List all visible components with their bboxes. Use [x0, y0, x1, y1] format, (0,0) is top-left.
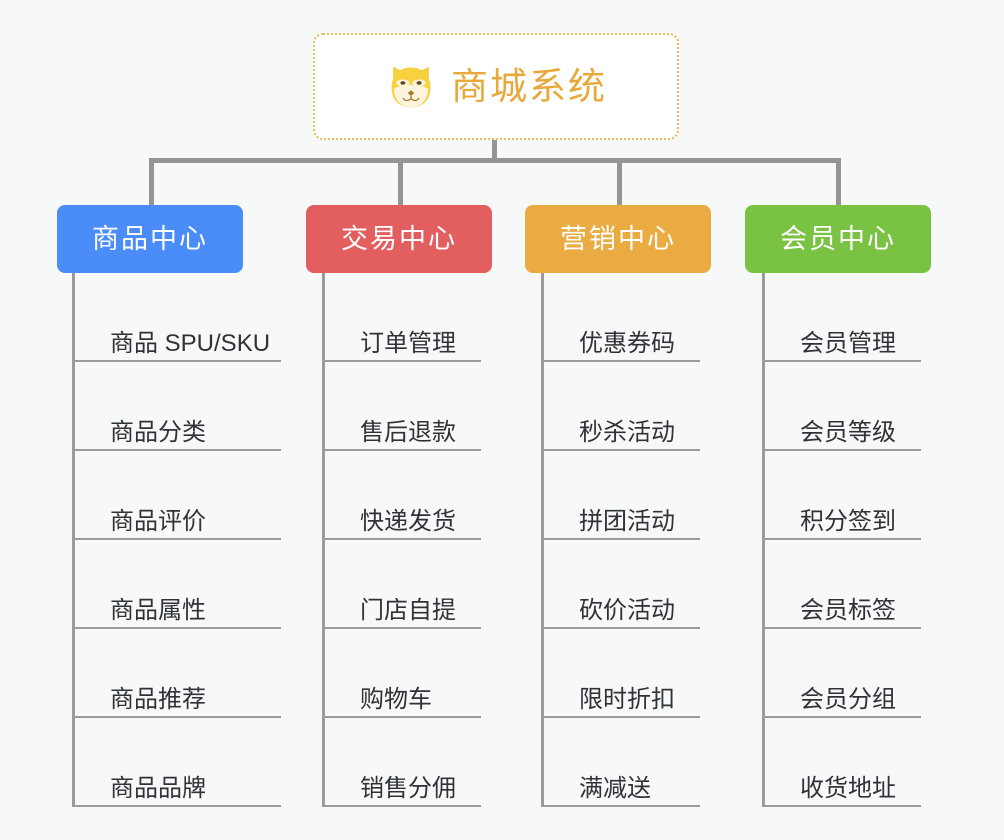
- leaf-item-label: 销售分佣: [360, 774, 456, 802]
- leaf-list-3: 会员管理 会员等级 积分签到 会员标签 会员分组 收货地址: [762, 273, 921, 807]
- leaf-item[interactable]: 会员标签: [762, 540, 921, 629]
- leaf-item[interactable]: 限时折扣: [541, 629, 700, 718]
- connector-drop-1: [398, 158, 403, 205]
- leaf-item[interactable]: 砍价活动: [541, 540, 700, 629]
- branch-header-1[interactable]: 交易中心: [306, 205, 492, 273]
- branch-header-2[interactable]: 营销中心: [525, 205, 711, 273]
- leaf-list-2: 优惠券码 秒杀活动 拼团活动 砍价活动 限时折扣 满减送: [541, 273, 700, 807]
- leaf-item-label: 商品推荐: [110, 685, 206, 713]
- leaf-item-label: 秒杀活动: [579, 418, 675, 446]
- leaf-item[interactable]: 商品 SPU/SKU: [72, 273, 281, 362]
- leaf-item[interactable]: 购物车: [322, 629, 481, 718]
- shiba-dog-icon: [391, 66, 431, 107]
- root-node-title: 商城系统: [451, 66, 607, 107]
- leaf-item-label: 商品分类: [110, 418, 206, 446]
- leaf-item[interactable]: 收货地址: [762, 718, 921, 807]
- connector-root-stem: [492, 140, 497, 160]
- connector-drop-2: [617, 158, 622, 205]
- leaf-item[interactable]: 商品属性: [72, 540, 281, 629]
- leaf-item-label: 会员管理: [800, 329, 896, 357]
- leaf-list-0: 商品 SPU/SKU 商品分类 商品评价 商品属性 商品推荐 商品品牌: [72, 273, 281, 807]
- connector-drop-0: [149, 158, 154, 205]
- leaf-item[interactable]: 拼团活动: [541, 451, 700, 540]
- leaf-item-label: 售后退款: [360, 418, 456, 446]
- leaf-item[interactable]: 门店自提: [322, 540, 481, 629]
- leaf-item-label: 积分签到: [800, 507, 896, 535]
- leaf-item-label: 商品评价: [110, 507, 206, 535]
- leaf-item[interactable]: 满减送: [541, 718, 700, 807]
- branch-header-label-2: 营销中心: [560, 223, 676, 254]
- branch-trunk-3: [762, 273, 765, 807]
- branch-header-label-1: 交易中心: [341, 223, 457, 254]
- leaf-item[interactable]: 商品品牌: [72, 718, 281, 807]
- leaf-item[interactable]: 售后退款: [322, 362, 481, 451]
- leaf-item[interactable]: 会员管理: [762, 273, 921, 362]
- branch-column-2: 营销中心 优惠券码 秒杀活动 拼团活动 砍价活动 限时折扣 满减送: [525, 205, 711, 807]
- branch-column-1: 交易中心 订单管理 售后退款 快递发货 门店自提 购物车 销售分佣: [306, 205, 492, 807]
- leaf-item-label: 优惠券码: [579, 329, 675, 357]
- connector-horizontal-bus: [149, 158, 839, 163]
- leaf-item-label: 拼团活动: [579, 507, 675, 535]
- branch-column-0: 商品中心 商品 SPU/SKU 商品分类 商品评价 商品属性 商品推荐 商品品牌: [57, 205, 281, 807]
- leaf-item[interactable]: 订单管理: [322, 273, 481, 362]
- leaf-item-label: 商品 SPU/SKU: [110, 329, 271, 357]
- leaf-item-label: 限时折扣: [579, 685, 675, 713]
- leaf-item-label: 商品品牌: [110, 774, 206, 802]
- leaf-item-label: 会员标签: [800, 596, 896, 624]
- leaf-item-label: 门店自提: [360, 596, 456, 624]
- leaf-item-label: 收货地址: [800, 774, 896, 802]
- branch-header-label-3: 会员中心: [780, 223, 896, 254]
- branch-column-3: 会员中心 会员管理 会员等级 积分签到 会员标签 会员分组 收货地址: [745, 205, 931, 807]
- branch-trunk-1: [322, 273, 325, 807]
- branch-header-0[interactable]: 商品中心: [57, 205, 243, 273]
- branch-header-3[interactable]: 会员中心: [745, 205, 931, 273]
- branch-header-label-0: 商品中心: [92, 223, 208, 254]
- connector-drop-3: [836, 158, 841, 205]
- leaf-item-label: 订单管理: [360, 329, 456, 357]
- leaf-item-label: 砍价活动: [579, 596, 675, 624]
- leaf-item[interactable]: 秒杀活动: [541, 362, 700, 451]
- leaf-item-label: 会员等级: [800, 418, 896, 446]
- leaf-item[interactable]: 积分签到: [762, 451, 921, 540]
- leaf-item[interactable]: 会员等级: [762, 362, 921, 451]
- leaf-item[interactable]: 优惠券码: [541, 273, 700, 362]
- leaf-item-label: 购物车: [360, 685, 432, 713]
- leaf-item[interactable]: 商品分类: [72, 362, 281, 451]
- leaf-item[interactable]: 销售分佣: [322, 718, 481, 807]
- leaf-item-label: 快递发货: [360, 507, 456, 535]
- root-node-card[interactable]: 商城系统: [313, 33, 679, 140]
- leaf-list-1: 订单管理 售后退款 快递发货 门店自提 购物车 销售分佣: [322, 273, 481, 807]
- branch-trunk-0: [72, 273, 75, 807]
- leaf-item[interactable]: 商品评价: [72, 451, 281, 540]
- leaf-item[interactable]: 快递发货: [322, 451, 481, 540]
- leaf-item[interactable]: 商品推荐: [72, 629, 281, 718]
- leaf-item[interactable]: 会员分组: [762, 629, 921, 718]
- leaf-item-label: 商品属性: [110, 596, 206, 624]
- branch-trunk-2: [541, 273, 544, 807]
- leaf-item-label: 满减送: [579, 774, 651, 802]
- leaf-item-label: 会员分组: [800, 685, 896, 713]
